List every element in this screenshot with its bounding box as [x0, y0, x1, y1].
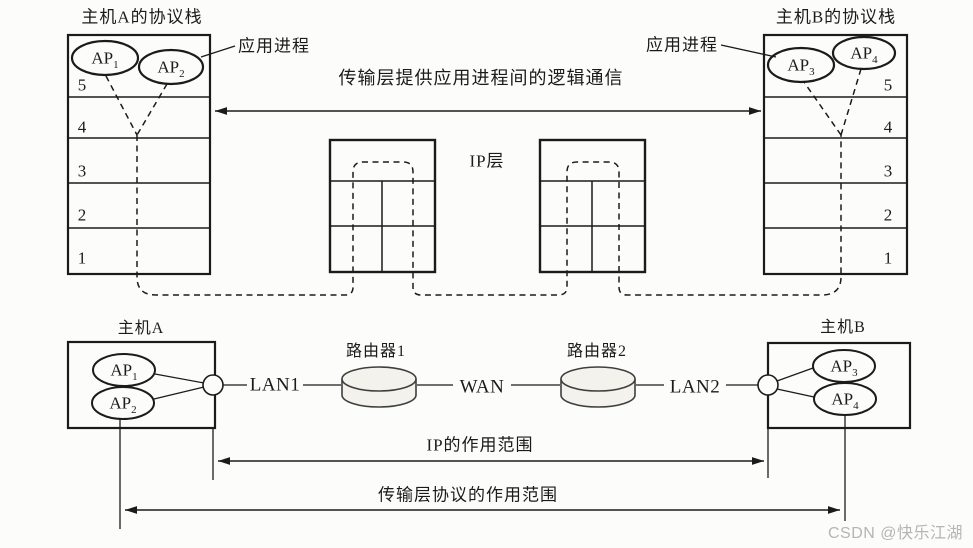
dashed-communication-path — [105, 68, 862, 296]
host-b-protocol-stack — [720, 33, 909, 276]
ap1-ellipse-top — [70, 39, 140, 77]
ap4-label-top: AP4 — [850, 43, 878, 66]
end-to-end-dashed-path — [136, 135, 842, 296]
router2-cylinder-icon — [560, 366, 636, 408]
host-a-stack-title: 主机A的协议栈 — [81, 7, 203, 27]
router1-label: 路由器1 — [345, 343, 407, 360]
host-b-layer-4: 4 — [883, 117, 893, 137]
ap3-ellipse-bottom — [812, 349, 876, 383]
ap1-label-top: AP1 — [91, 48, 119, 71]
app-process-leader-b — [720, 44, 777, 58]
router2-stack-box — [538, 138, 647, 274]
transport-logical-label: 传输层提供应用进程间的逻辑通信 — [338, 68, 624, 88]
host-b-stack-title: 主机B的协议栈 — [775, 7, 897, 27]
ap3-ellipse-top — [766, 46, 836, 84]
host-a-protocol-stack — [66, 33, 236, 276]
scope-guide-lines — [119, 414, 846, 529]
router1-cylinder-icon — [341, 366, 417, 408]
bottom-host-b — [757, 341, 912, 430]
ip-layer-label: IP层 — [469, 151, 505, 171]
ap4-label-bottom: AP4 — [831, 389, 859, 412]
app-process-label-b: 应用进程 — [646, 35, 718, 55]
router2-label: 路由器2 — [566, 343, 628, 360]
lan1-label: LAN1 — [249, 374, 301, 396]
app-process-leader-a — [200, 45, 236, 58]
host-a-layer-1: 1 — [77, 248, 87, 268]
lan2-label: LAN2 — [669, 376, 721, 398]
bottom-host-a — [66, 340, 224, 430]
ip-scope-label: IP的作用范围 — [426, 435, 534, 455]
host-b-port-node — [757, 374, 779, 396]
host-a-layer-lines — [68, 96, 210, 229]
host-a-stack-box — [66, 33, 212, 276]
wan-label: WAN — [459, 376, 505, 398]
host-b-stack-box — [762, 33, 909, 276]
host-a-layer-3: 3 — [77, 161, 87, 181]
router1-stack-box — [328, 138, 437, 274]
ap1-ellipse-bottom — [92, 353, 156, 387]
ap2-ellipse-top — [137, 48, 205, 86]
ap3-label-top: AP3 — [787, 55, 815, 78]
host-b-layer-5: 5 — [883, 75, 893, 95]
ap2-ellipse-bottom — [91, 386, 155, 420]
host-a-layer-2: 2 — [77, 205, 87, 225]
app-process-label-a: 应用进程 — [238, 36, 310, 56]
transport-scope-label: 传输层协议的作用范围 — [378, 485, 558, 505]
host-b-layer-lines — [764, 96, 907, 229]
ap4-ellipse-top — [831, 35, 897, 71]
ap3-label-bottom: AP3 — [830, 356, 858, 379]
host-a-layer-5: 5 — [77, 75, 87, 95]
ap2-label-top: AP2 — [157, 57, 185, 80]
ap1-label-bottom: AP1 — [110, 360, 138, 383]
host-b-layer-1: 1 — [883, 248, 893, 268]
host-a-ap-vee — [105, 75, 168, 136]
host-a-title: 主机A — [117, 320, 165, 337]
host-b-layer-2: 2 — [883, 205, 893, 225]
host-a-port-node — [202, 374, 224, 396]
host-b-title: 主机B — [820, 319, 866, 336]
ap2-label-bottom: AP2 — [109, 393, 137, 416]
host-b-layer-3: 3 — [883, 161, 893, 181]
host-b-ap-vee — [803, 68, 862, 136]
csdn-watermark: CSDN @快乐江湖 — [827, 525, 963, 542]
host-a-layer-4: 4 — [77, 117, 87, 137]
